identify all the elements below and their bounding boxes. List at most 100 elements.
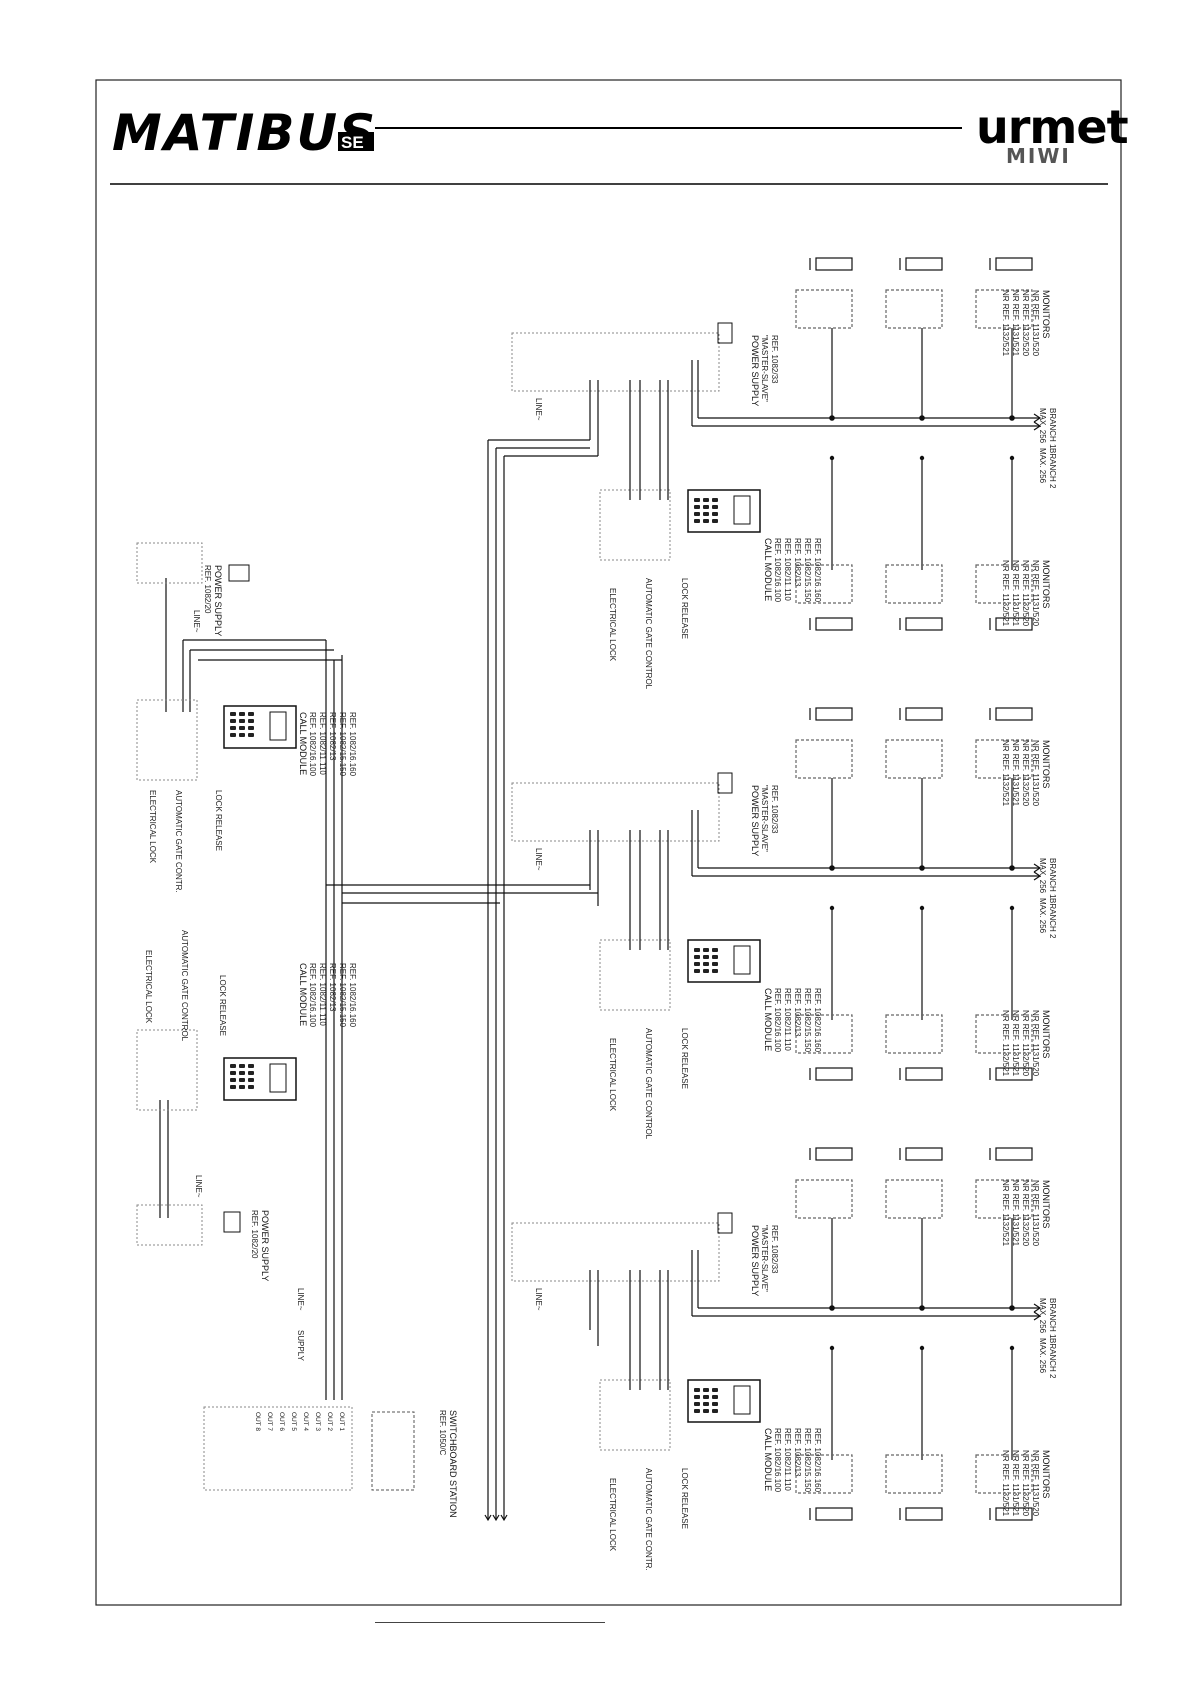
keypad-key bbox=[230, 726, 236, 730]
junction-dot bbox=[1009, 415, 1015, 421]
keypad-key bbox=[230, 712, 236, 716]
keypad-key bbox=[694, 498, 700, 502]
unit-ref: NR REF. 1131/520 bbox=[1031, 560, 1040, 627]
branch-max: MAX. 256 bbox=[1038, 448, 1047, 484]
call-module-ref: REF. 1082/16.100 bbox=[773, 988, 782, 1053]
monitor-icon bbox=[905, 617, 943, 631]
power-supply-subtitle: "MASTER-SLAVE" bbox=[760, 1225, 769, 1292]
unit-ref: NR REF. 1132/521 bbox=[1001, 290, 1010, 357]
monitor-icon bbox=[905, 707, 943, 721]
lock-release-label: LOCK RELEASE bbox=[680, 1028, 689, 1089]
riser-3: POWER SUPPLY "MASTER-SLAVE" REF. 1082/33… bbox=[511, 1180, 1057, 1571]
switchboard-supply: SUPPLY bbox=[296, 1330, 305, 1362]
keypad-key bbox=[712, 1409, 718, 1413]
keypad-key bbox=[694, 962, 700, 966]
power-supply-title: POWER SUPPLY bbox=[750, 1225, 760, 1296]
call-module-title: CALL MODULE bbox=[763, 1428, 773, 1491]
switchboard-station: SWITCHBOARD STATION REF. 1050/C SUPPLY L… bbox=[203, 1288, 458, 1518]
gate-control-label: AUTOMATIC GATE CONTROL bbox=[644, 578, 653, 690]
arrow-icon bbox=[500, 1514, 508, 1522]
keypad-key bbox=[248, 726, 254, 730]
keypad-key bbox=[712, 962, 718, 966]
arrow-icon bbox=[1033, 421, 1042, 431]
power-supply-symbol bbox=[717, 772, 733, 794]
junction-dot bbox=[1009, 865, 1015, 871]
electrical-lock-label: ELECTRICAL LOCK bbox=[608, 1478, 617, 1552]
junction-dot bbox=[829, 415, 835, 421]
keypad-key bbox=[239, 1064, 245, 1068]
switchboard-output: OUT 4 bbox=[302, 1412, 309, 1431]
branch-title: BRANCH 1 bbox=[1048, 1298, 1057, 1339]
electrical-lock-label: ELECTRICAL LOCK bbox=[144, 950, 153, 1024]
junction-dot bbox=[1009, 1345, 1015, 1351]
junction-dot bbox=[919, 1345, 925, 1351]
keypad-icon bbox=[230, 712, 254, 737]
switchboard-output: OUT 1 bbox=[338, 1412, 345, 1431]
power-supply-symbol bbox=[717, 1212, 733, 1234]
keypad-key bbox=[230, 1071, 236, 1075]
call-module-wiring-box bbox=[599, 939, 671, 1011]
power-supply-line: LINE~ bbox=[534, 398, 543, 421]
call-module-ref: REF. 1082/15.150 bbox=[803, 538, 812, 603]
call-module-ref: REF. 1082/16.160 bbox=[348, 963, 357, 1028]
monitor-icon bbox=[995, 617, 1033, 631]
unit-ref: NR REF. 1132/520 bbox=[1021, 1450, 1030, 1517]
keypad-key bbox=[694, 969, 700, 973]
call-module-ref: REF. 1082/15.150 bbox=[803, 988, 812, 1053]
switchboard-line: LINE~ bbox=[296, 1288, 305, 1311]
call-module-wiring-box bbox=[599, 489, 671, 561]
power-supply-left-bottom: POWER SUPPLY REF. 1082/20 LINE~ bbox=[136, 1175, 270, 1281]
electrical-lock-label: ELECTRICAL LOCK bbox=[608, 1038, 617, 1112]
monitor-unit bbox=[885, 1179, 943, 1219]
monitor-unit bbox=[795, 739, 853, 779]
branch-title: BRANCH 2 bbox=[1048, 898, 1057, 939]
branch-title: BRANCH 1 bbox=[1048, 408, 1057, 449]
brand-suffix-box bbox=[338, 132, 374, 151]
arrow-icon bbox=[1033, 413, 1042, 423]
gate-control-label: AUTOMATIC GATE CONTR. bbox=[174, 790, 183, 893]
units-title: MONITORS bbox=[1041, 1450, 1051, 1498]
keypad-key bbox=[712, 512, 718, 516]
keypad-key bbox=[712, 948, 718, 952]
display-icon bbox=[269, 1063, 287, 1093]
monitor-unit bbox=[885, 289, 943, 329]
unit-ref: NR REF. 1131/520 bbox=[1031, 1010, 1040, 1077]
switchboard-ref: REF. 1050/C bbox=[438, 1410, 447, 1456]
arrow-icon bbox=[1033, 1311, 1042, 1321]
electrical-lock-label: ELECTRICAL LOCK bbox=[608, 588, 617, 662]
unit-ref: NR REF. 1132/520 bbox=[1021, 1010, 1030, 1077]
unit-ref: NR REF. 1131/521 bbox=[1011, 740, 1020, 807]
call-module-wiring-box bbox=[599, 1379, 671, 1451]
unit-ref: NR REF. 1131/521 bbox=[1011, 560, 1020, 627]
call-module-ref: REF. 1082/16.100 bbox=[308, 712, 317, 777]
branch-max: MAX. 256 bbox=[1038, 898, 1047, 934]
keypad-key bbox=[703, 1395, 709, 1399]
call-module-panel bbox=[687, 489, 761, 533]
power-supply-ref: REF. 1082/20 bbox=[203, 565, 212, 614]
power-supply-title: POWER SUPPLY bbox=[260, 1210, 270, 1281]
branch-max: MAX. 256 bbox=[1038, 1298, 1047, 1334]
switchboard-output: OUT 7 bbox=[266, 1412, 273, 1431]
keypad-key bbox=[248, 1078, 254, 1082]
monitor-unit bbox=[885, 739, 943, 779]
page-frame bbox=[95, 79, 1122, 1606]
power-supply-title: POWER SUPPLY bbox=[750, 335, 760, 406]
keypad-icon bbox=[694, 948, 718, 973]
call-module-ref: REF. 1082/13 bbox=[793, 538, 802, 587]
riser-2: POWER SUPPLY "MASTER-SLAVE" REF. 1082/33… bbox=[511, 740, 1057, 1140]
monitor-icon bbox=[905, 1507, 943, 1521]
monitor-unit bbox=[885, 1014, 943, 1054]
keypad-key bbox=[248, 1085, 254, 1089]
keypad-key bbox=[239, 1085, 245, 1089]
branch-title: BRANCH 2 bbox=[1048, 448, 1057, 489]
units-title: MONITORS bbox=[1041, 1180, 1051, 1228]
keypad-key bbox=[703, 969, 709, 973]
call-module-ref: REF. 1082/15.150 bbox=[338, 712, 347, 777]
call-module-ref: REF. 1082/11.110 bbox=[783, 1428, 792, 1491]
keypad-key bbox=[712, 955, 718, 959]
monitor-unit bbox=[885, 564, 943, 604]
switchboard-output: OUT 8 bbox=[254, 1412, 261, 1431]
monitor-unit bbox=[795, 289, 853, 329]
arrow-icon bbox=[1033, 871, 1042, 881]
